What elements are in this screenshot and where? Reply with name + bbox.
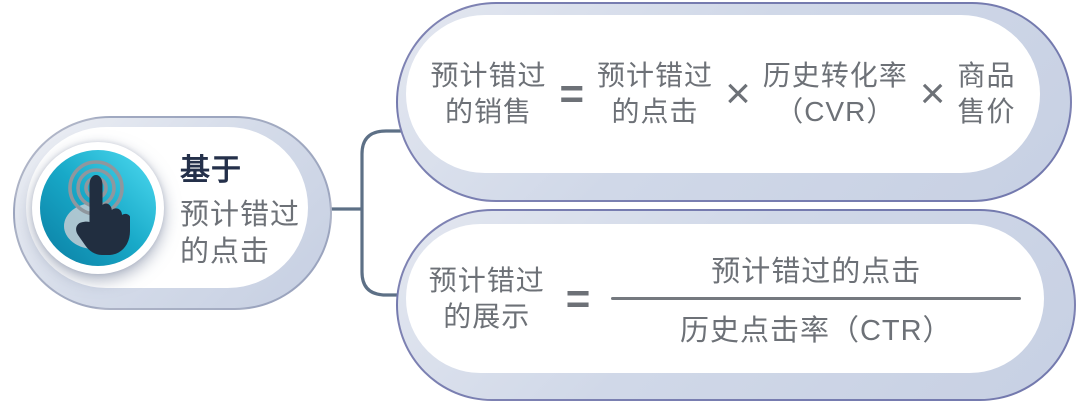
formula-missed-sales-card: 预计错过 的销售 = 预计错过 的点击 × 历史转化率 （CVR） × 商品 售… (396, 2, 1072, 202)
fraction-bar (611, 297, 1022, 300)
multiply-sign-1: × (725, 69, 751, 118)
equals-sign: = (565, 274, 591, 322)
node-title: 基于 (180, 153, 242, 187)
root-node-card: 基于 预计错过 的点击 (13, 116, 332, 310)
term-cvr: 历史转化率 （CVR） (763, 58, 908, 130)
fraction-numerator: 预计错过的点击 (711, 256, 922, 288)
formula-lhs: 预计错过 的销售 (431, 58, 547, 130)
term-line-1: 历史转化率 (762, 60, 908, 91)
root-node-inner: 基于 预计错过 的点击 (26, 127, 308, 288)
term-line-1: 预计错过 (597, 60, 714, 91)
formula-lhs: 预计错过 的展示 (429, 263, 545, 335)
node-subtitle-line-1: 预计错过 (180, 198, 301, 231)
term-line-2: （CVR） (775, 96, 896, 127)
formula-missed-impressions-card: 预计错过 的展示 = 预计错过的点击 历史点击率（CTR） (396, 209, 1076, 401)
connector-bracket (360, 129, 402, 297)
term-line-1: 商品 (957, 60, 1016, 91)
fraction-denominator: 历史点击率（CTR） (679, 315, 953, 347)
lhs-line-1: 预计错过 (430, 60, 547, 91)
node-subtitle-line-2: 的点击 (180, 235, 271, 268)
equals-sign: = (559, 70, 585, 117)
lhs-line-2: 的展示 (443, 300, 531, 332)
lhs-line-2: 的销售 (445, 96, 533, 127)
lhs-line-1: 预计错过 (428, 264, 545, 296)
tap-gesture-icon (32, 141, 164, 274)
root-node-text: 基于 预计错过 的点击 (180, 145, 300, 271)
multiply-sign-2: × (919, 69, 946, 118)
term-missed-clicks: 预计错过 的点击 (597, 58, 713, 130)
term-line-2: 的点击 (611, 96, 699, 127)
formula-missed-impressions: 预计错过 的展示 = 预计错过的点击 历史点击率（CTR） (406, 224, 1044, 373)
term-line-2: 售价 (957, 96, 1016, 127)
term-price: 商品 售价 (957, 58, 1015, 130)
fraction: 预计错过的点击 历史点击率（CTR） (611, 248, 1022, 349)
formula-missed-sales: 预计错过 的销售 = 预计错过 的点击 × 历史转化率 （CVR） × 商品 售… (406, 15, 1040, 173)
tap-gesture-icon-svg (40, 149, 156, 266)
